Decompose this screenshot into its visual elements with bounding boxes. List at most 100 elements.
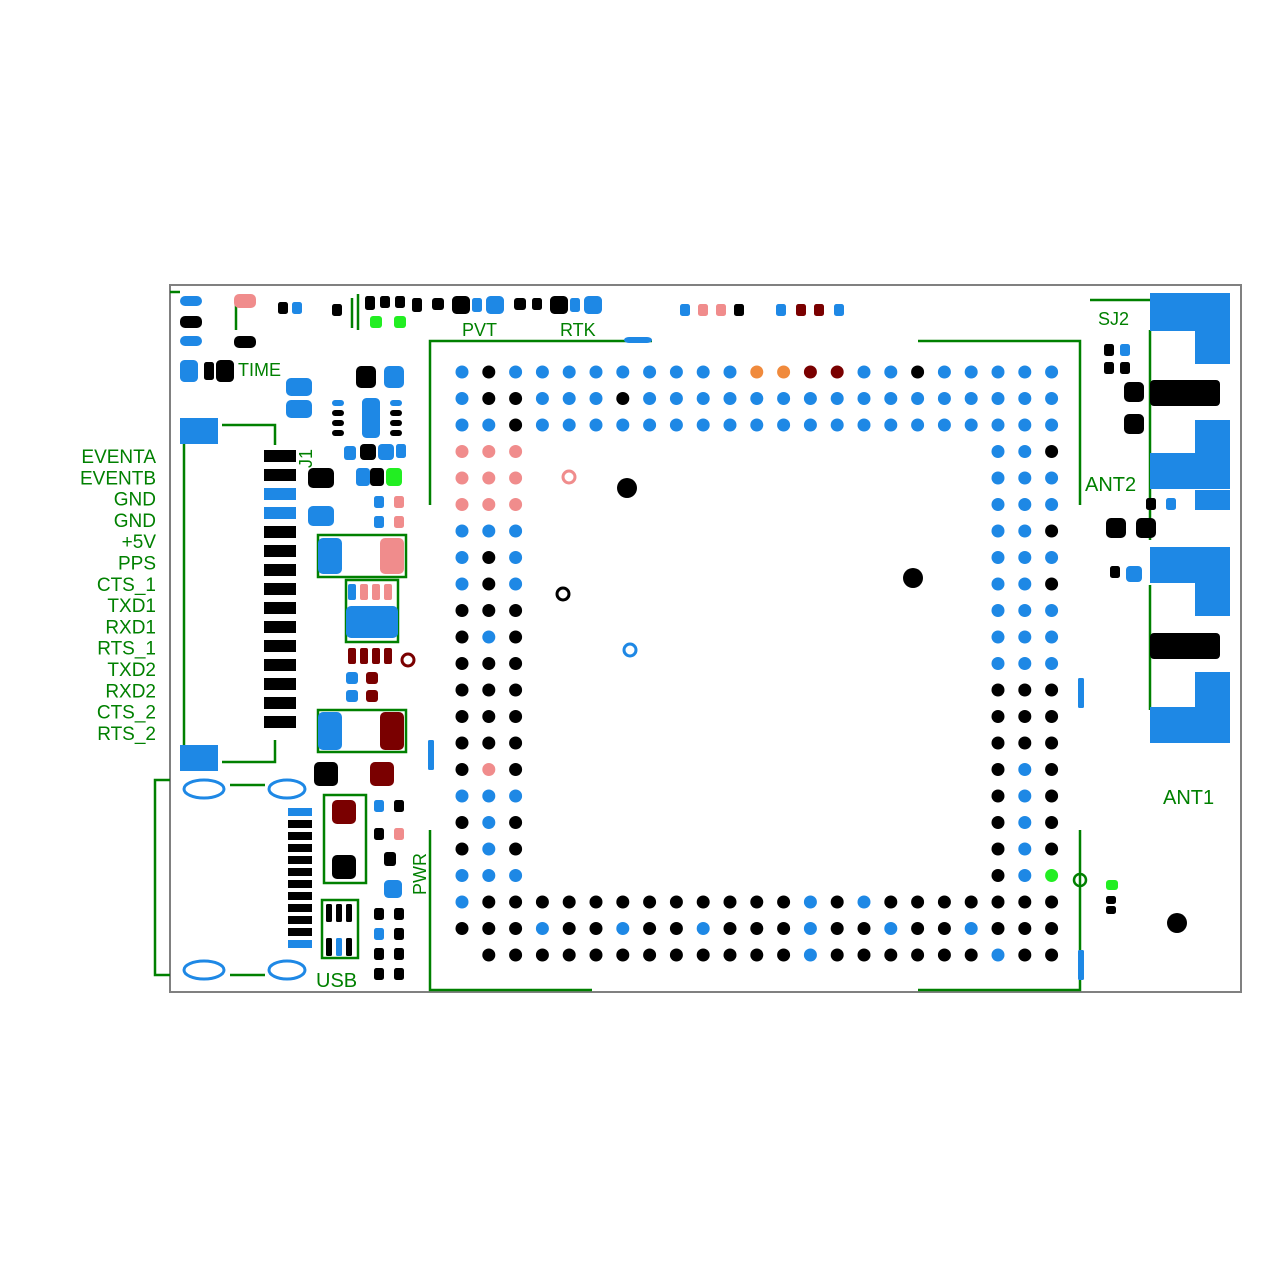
module-pad [1045, 763, 1059, 776]
module-pad [1045, 630, 1059, 644]
usb-shield-br [267, 959, 307, 981]
smd-pad [374, 496, 384, 508]
module-pad [1018, 869, 1032, 882]
module-pad [991, 816, 1005, 829]
module-pad [509, 763, 523, 776]
ant1-pad-bot [1150, 707, 1230, 743]
j1-pin [264, 621, 296, 633]
module-pad [1018, 710, 1032, 723]
smd-pad [380, 296, 390, 308]
j1-pin [264, 640, 296, 652]
module-pad [830, 922, 844, 935]
module-pad [509, 657, 523, 670]
smd-pad [332, 800, 356, 824]
module-pad [562, 895, 576, 909]
module-pad [1045, 895, 1059, 909]
module-pad [1018, 736, 1032, 750]
usb-pin [288, 844, 312, 852]
module-pad [696, 392, 710, 405]
module-pad [482, 471, 496, 485]
ant1-center-pin [1150, 633, 1220, 659]
module-pad [509, 895, 523, 909]
smd-pad [716, 304, 726, 316]
smd-pad [366, 690, 378, 702]
smd-pad [384, 584, 392, 600]
module-pad [589, 365, 603, 379]
ant2-center-pin [1150, 380, 1220, 406]
module-pad [509, 842, 523, 856]
module-pad [562, 922, 576, 935]
smd-pad [1166, 498, 1176, 510]
smd-pad [332, 855, 356, 879]
smd-components [180, 294, 1176, 980]
module-pad [455, 392, 469, 405]
module-pad [911, 365, 925, 379]
smd-pad [374, 908, 384, 920]
module-pad [643, 895, 657, 909]
module-pad [1045, 392, 1059, 405]
module-pad [509, 948, 523, 962]
module-pad [616, 895, 630, 909]
j1-pin [264, 583, 296, 595]
module-pad [937, 922, 951, 935]
usb-shield-bl [182, 959, 226, 981]
usb-pin [288, 820, 312, 828]
module-pad [1018, 789, 1032, 803]
label-pwr: PWR [410, 853, 430, 895]
module-pad [1045, 657, 1059, 670]
pin-label: CTS_1 [97, 575, 156, 596]
smd-pad [698, 304, 708, 316]
smd-pad [1126, 566, 1142, 582]
module-pad [455, 922, 469, 935]
j1-pin [264, 564, 296, 576]
module-pad [1045, 710, 1059, 723]
module-pad [884, 895, 898, 909]
module-pad [991, 842, 1005, 856]
antenna-pads [1150, 293, 1230, 743]
module-pad [830, 418, 844, 432]
module-pad [884, 948, 898, 962]
module-pad [696, 948, 710, 962]
module-pad [1045, 683, 1059, 697]
smd-pad [570, 298, 580, 312]
smd-pad [374, 800, 384, 812]
smd-pad [776, 304, 786, 316]
smd-pad [394, 968, 404, 980]
ant1-pad-top [1150, 547, 1230, 583]
module-pad [482, 816, 496, 829]
module-pad [991, 630, 1005, 644]
module-pad [589, 922, 603, 935]
module-pad [750, 365, 764, 379]
module-pad [911, 392, 925, 405]
smd-pad [390, 430, 402, 436]
label-pvt: PVT [462, 320, 497, 340]
smd-pad [412, 298, 422, 312]
usb-pin [288, 880, 312, 888]
module-pad [1018, 418, 1032, 432]
smd-pad [394, 316, 406, 328]
module-pad [509, 710, 523, 723]
module-pad [991, 895, 1005, 909]
module-pad [1045, 418, 1059, 432]
module-pad [589, 392, 603, 405]
smd-pad [348, 648, 356, 664]
module-pad [455, 604, 469, 617]
module-pad [482, 365, 496, 379]
module-pad [455, 657, 469, 670]
module-pad [455, 869, 469, 882]
module-pad [857, 392, 871, 405]
smd-pad [734, 304, 744, 316]
module-pad [482, 922, 496, 935]
module-pad [482, 842, 496, 856]
smd-pad [394, 948, 404, 960]
module-pad [911, 895, 925, 909]
usb-pin [288, 904, 312, 912]
module-pad [991, 498, 1005, 511]
smd-pad [346, 904, 352, 922]
antenna-black-pads [1150, 380, 1220, 659]
module-pad [482, 869, 496, 882]
j1-mount-pad-bottom [180, 745, 218, 771]
module-pad [696, 418, 710, 432]
module-pad [777, 948, 791, 962]
